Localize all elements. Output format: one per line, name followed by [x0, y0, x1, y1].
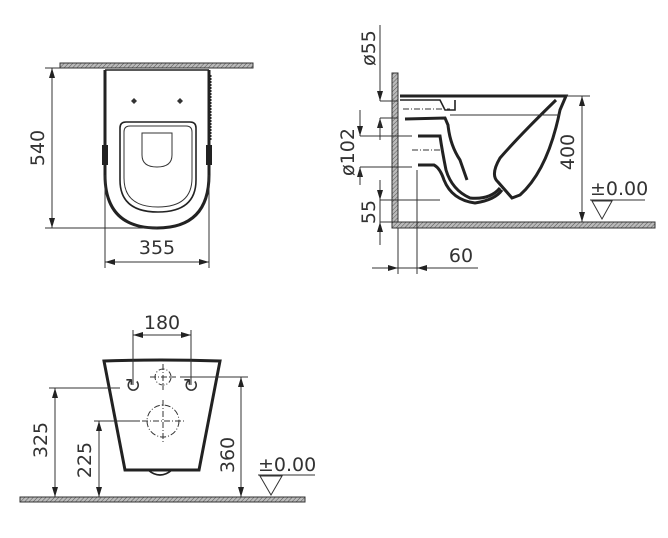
dim-355: 355: [139, 237, 175, 259]
bowl-front: [400, 94, 569, 200]
side-view: ø55 ø102 55 400 ±0.00 60: [337, 25, 656, 274]
bolt-hole-icon: [131, 98, 137, 104]
level-triangle-icon: [591, 200, 613, 221]
dim-325: 325: [30, 422, 52, 458]
level-label: ±0.00: [590, 178, 648, 200]
fixing-right: [206, 145, 212, 165]
front-view: ↻ ↻ 180 325 225 360 ±0.00: [19, 312, 316, 503]
bolt-icon: ↻: [183, 375, 199, 397]
lid-outline: [141, 132, 173, 168]
floor-hatch: [19, 496, 306, 503]
dim-360: 360: [217, 437, 239, 473]
wall-hatch: [59, 62, 254, 69]
dim-225: 225: [74, 442, 96, 478]
dim-pipe-102: ø102: [337, 128, 359, 176]
seat-outline: [119, 121, 197, 213]
fixing-left: [102, 145, 108, 165]
bowl-outline: [102, 358, 222, 472]
dim-pipe-55: ø55: [358, 30, 380, 66]
dim-60: 60: [449, 245, 473, 267]
dim-400: 400: [557, 134, 579, 170]
dim-540: 540: [27, 130, 49, 166]
bolt-hole-icon: [177, 98, 183, 104]
trap-lower: [418, 134, 502, 200]
bolt-icon: ↻: [125, 375, 141, 397]
outlet-circle: [146, 404, 180, 438]
floor-hatch: [391, 221, 656, 229]
level-triangle-icon: [259, 475, 283, 496]
level-label: ±0.00: [258, 454, 316, 476]
dim-180: 180: [144, 312, 180, 334]
dim-55: 55: [358, 200, 380, 224]
wall-hatch: [391, 72, 399, 229]
trap-upper: [404, 116, 469, 181]
top-view: 540 355: [27, 62, 254, 268]
